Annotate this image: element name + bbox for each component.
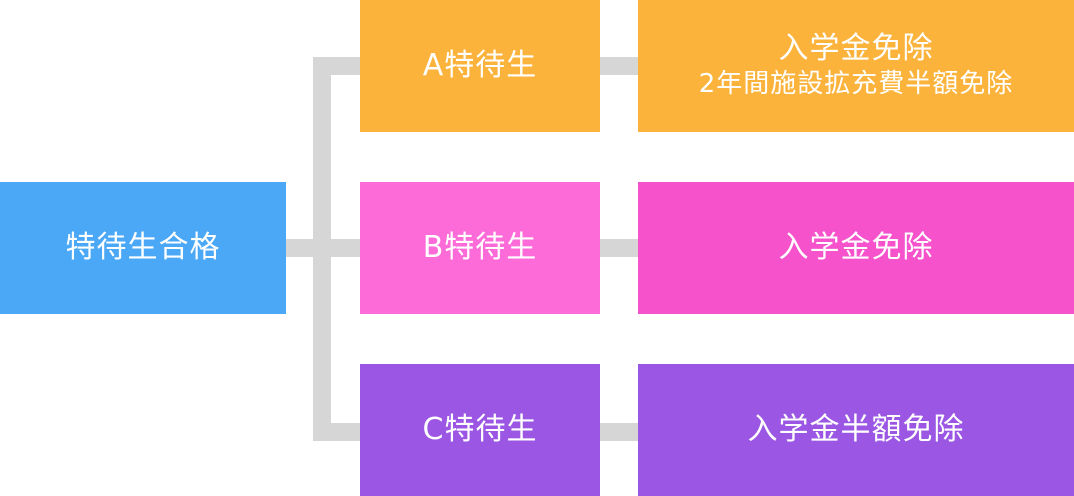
connector-branch-b — [313, 239, 360, 257]
benefit-a-line-1: 入学金免除 — [778, 31, 934, 67]
root-label: 特待生合格 — [65, 230, 221, 266]
root-node: 特待生合格 — [0, 182, 286, 314]
tier-a-label: A特待生 — [422, 48, 538, 84]
benefit-a-line-2: 2年間施設拡充費半額免除 — [698, 68, 1014, 99]
connector-b-to-benefit — [600, 239, 638, 257]
tier-c-label: C特待生 — [422, 412, 538, 448]
benefit-b-line-1: 入学金免除 — [778, 230, 934, 266]
benefit-a-node: 入学金免除 2年間施設拡充費半額免除 — [638, 0, 1074, 132]
tier-c-node: C特待生 — [360, 364, 600, 496]
connector-branch-a — [313, 57, 360, 75]
connector-c-to-benefit — [600, 423, 638, 441]
benefit-c-line-1: 入学金半額免除 — [747, 412, 965, 448]
tier-b-node: B特待生 — [360, 182, 600, 314]
benefit-b-node: 入学金免除 — [638, 182, 1074, 314]
tier-a-node: A特待生 — [360, 0, 600, 132]
connector-branch-c — [313, 423, 360, 441]
benefit-c-node: 入学金半額免除 — [638, 364, 1074, 496]
tier-b-label: B特待生 — [422, 230, 538, 266]
connector-a-to-benefit — [600, 57, 638, 75]
